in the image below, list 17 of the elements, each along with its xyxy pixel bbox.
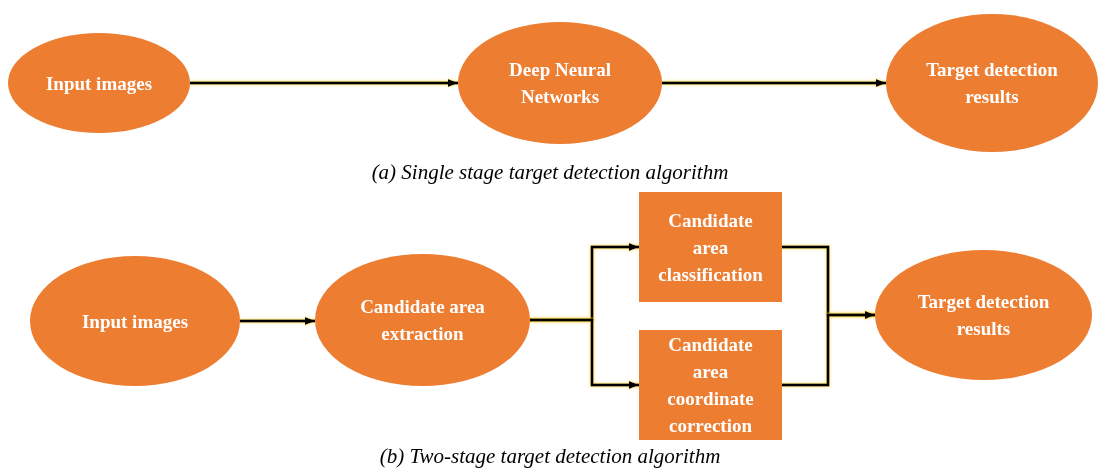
arrow <box>530 318 639 389</box>
arrow <box>662 79 886 87</box>
node-label: Candidate area extraction <box>359 295 486 346</box>
arrow <box>240 317 315 325</box>
arrow <box>190 79 458 87</box>
process-box <box>639 192 782 302</box>
caption: (b) Two-stage target detection algorithm <box>378 444 722 469</box>
process-box <box>639 330 782 440</box>
node-label: Deep Neural Networks <box>508 58 612 109</box>
node-label: Target detection results <box>925 58 1059 109</box>
caption: (a) Single stage target detection algorithm <box>370 160 730 185</box>
node-label: Target detection results <box>916 290 1051 341</box>
arrow <box>782 311 875 387</box>
node-label: Input images <box>81 309 189 334</box>
node-label: Candidate area classification <box>657 208 764 287</box>
node-label: Input images <box>45 71 153 96</box>
node-label: Candidate area coordinate correction <box>666 333 755 438</box>
